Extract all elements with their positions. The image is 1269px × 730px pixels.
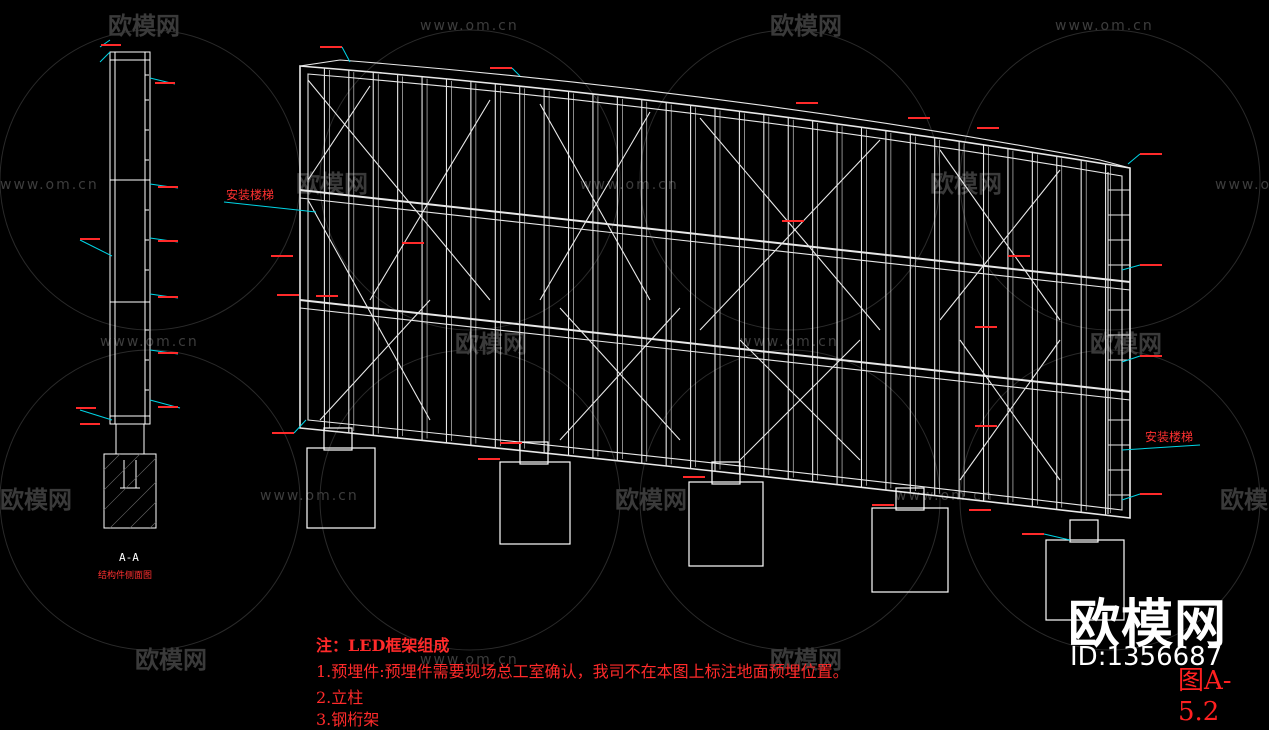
watermark-url: www.om.cn (100, 334, 199, 350)
truss-frame (299, 59, 1131, 519)
watermark-url: www.om.cn (420, 18, 519, 34)
watermark-brand: 欧模网 (1090, 330, 1162, 358)
truss-posts (323, 68, 1111, 516)
watermark-texts: www.om.cn www.om.cn www.om.cn www.om.cn … (0, 12, 1269, 674)
watermark-id: ID:1356687 (1070, 642, 1223, 672)
section-annotations (76, 39, 181, 425)
watermark-url: www.om.cn (1055, 18, 1154, 34)
watermark-brand: 欧模网 (135, 646, 207, 674)
watermark-url: www.om.cn (420, 652, 519, 668)
watermark-url: www.om.cn (1215, 177, 1269, 193)
ladder-label-left: 安装楼梯 (226, 187, 274, 202)
section-view (103, 51, 157, 529)
watermark-brand: 欧模网 (455, 330, 527, 358)
watermark-brand: 欧模网 (108, 12, 180, 40)
cad-drawing-canvas: www.om.cn www.om.cn www.om.cn www.om.cn … (0, 12, 1269, 674)
watermark-brand-large: 欧模网 (1068, 595, 1228, 655)
watermark-brand: 欧模网 (615, 486, 687, 514)
watermark-brand: 欧模网 (930, 170, 1002, 198)
watermark-brand: 欧模网 (0, 486, 72, 514)
section-label: A-A (119, 551, 139, 564)
note-line-2: 2.立柱 (316, 688, 364, 707)
watermark-brand: 欧模网 (770, 12, 842, 40)
note-line-1: 1.预埋件:预埋件需要现场总工室确认，我司不在本图上标注地面预埋位置。 (316, 662, 849, 681)
watermark-brand: 欧模网 (1220, 486, 1269, 514)
right-ladder-rungs (1108, 189, 1130, 496)
frame-annotations (223, 46, 1201, 541)
section-caption: 结构件侧面图 (98, 571, 153, 581)
note-line-3: 3.钢桁架 (316, 710, 380, 729)
watermark-url: www.om.cn (740, 334, 839, 350)
ladder-label-right: 安装楼梯 (1145, 429, 1193, 444)
watermark-brand: 欧模网 (770, 646, 842, 674)
watermark-url: www.om.cn (580, 177, 679, 193)
watermark-url: www.om.cn (260, 488, 359, 504)
foundations (306, 427, 1125, 621)
notes-title: 注：LED框架组成 (316, 636, 450, 655)
figure-label: 图A-5.2 (1178, 666, 1232, 727)
section-hatch (103, 453, 157, 529)
watermark-url: www.om.cn (0, 177, 99, 193)
